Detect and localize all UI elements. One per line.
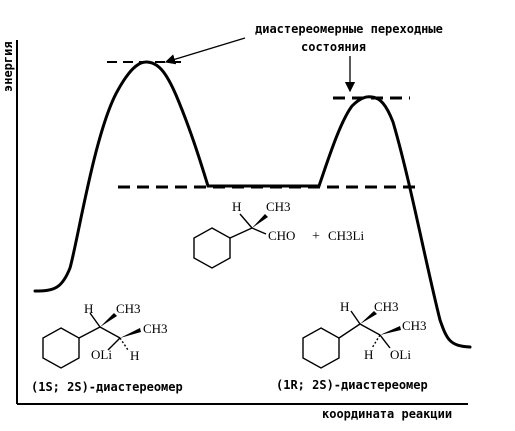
right-ch3-top: CH3	[374, 299, 399, 314]
left-ch3-side: CH3	[143, 321, 168, 336]
bond	[359, 323, 381, 336]
wedge-bond	[380, 326, 401, 335]
reactant-h: H	[232, 199, 241, 214]
cyclohexane-ring	[302, 327, 340, 369]
cyclohexane-ring	[193, 227, 231, 269]
right-oli: OLi	[390, 347, 411, 362]
reagent-label: CH3Li	[328, 228, 365, 243]
right-h-bottom: H	[364, 347, 373, 362]
bond-h	[239, 213, 253, 229]
left-ch3-top: CH3	[116, 301, 141, 316]
wedge-bond	[360, 311, 377, 324]
bond	[229, 227, 253, 239]
product-right-structure: H CH3 CH3 H OLi	[302, 299, 427, 369]
reactant-structure: H CH3 CHO + CH3Li	[193, 199, 365, 269]
left-h-top: H	[84, 301, 93, 316]
x-axis-label: координата реакции	[322, 407, 452, 421]
bond	[78, 326, 101, 339]
left-h-bottom: H	[130, 348, 139, 363]
right-h-top: H	[340, 299, 349, 314]
arrow-to-ts1	[164, 37, 246, 65]
right-caption: (1R; 2S)-диастереомер	[276, 378, 428, 392]
annotation-line1: диастереомерные переходные	[255, 22, 443, 36]
bond	[338, 323, 361, 339]
bond	[99, 326, 121, 339]
bond-h	[89, 312, 101, 328]
product-left-structure: H CH3 CH3 OLi H	[42, 301, 168, 369]
cyclohexane-ring	[42, 327, 80, 369]
wedge-bond	[100, 313, 117, 327]
bond-oli	[379, 334, 391, 349]
energy-curve	[33, 60, 472, 349]
left-oli: OLi	[91, 347, 112, 362]
left-caption: (1S; 2S)-диастереомер	[31, 380, 183, 394]
bond-h	[350, 310, 361, 325]
reactant-ch3: CH3	[266, 199, 291, 214]
reactant-plus: +	[312, 229, 320, 244]
reactant-cho: CHO	[268, 228, 295, 243]
bond-h	[371, 334, 381, 349]
bond-h	[119, 337, 129, 351]
annotation-line2: состояния	[301, 40, 366, 54]
bond-oli	[107, 337, 121, 351]
wedge-bond	[252, 214, 268, 228]
bond-cho	[251, 227, 267, 235]
wedge-bond	[120, 328, 141, 338]
y-axis-label: энергия	[1, 41, 15, 92]
right-ch3-side: CH3	[402, 318, 427, 333]
